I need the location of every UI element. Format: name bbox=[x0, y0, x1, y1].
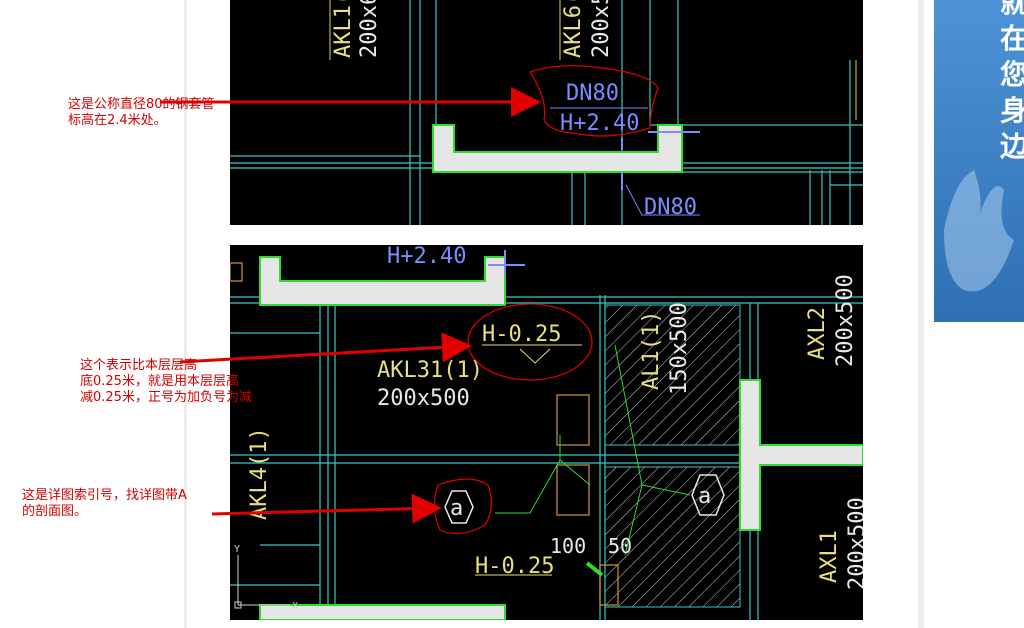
label-h-minus-0-25-lower: H-0.25 bbox=[475, 554, 554, 579]
label-detail-a-left: a bbox=[450, 496, 463, 521]
content-left-border bbox=[184, 0, 187, 628]
annotation-steel-sleeve: 这是公称直径80的钢套管 标高在2.4米处。 bbox=[68, 97, 215, 128]
label-akl6-size: 200x5 bbox=[589, 0, 614, 58]
ad-char-1: 就 bbox=[1000, 0, 1024, 19]
label-akl31-size: 200x500 bbox=[377, 386, 470, 411]
label-akl6: AKL6( bbox=[561, 0, 586, 58]
ad-char-2: 在 bbox=[1000, 22, 1024, 55]
annotation-detail-index: 这是详图索引号，找详图带A 的剖面图。 bbox=[22, 488, 187, 519]
ad-banner[interactable]: 就 在 您 身 边 bbox=[934, 0, 1024, 322]
ad-char-5: 边 bbox=[1000, 130, 1024, 163]
hand-image bbox=[944, 170, 1014, 292]
label-axl1: AXL1 bbox=[817, 530, 842, 583]
label-axl2-size: 200x500 bbox=[833, 274, 858, 367]
label-al1-size: 150x500 bbox=[667, 302, 692, 395]
label-dim-50: 50 bbox=[608, 534, 632, 558]
label-akl4: AKL4(1) bbox=[247, 427, 272, 520]
label-axis-x: X bbox=[292, 601, 298, 612]
label-dim-100: 100 bbox=[550, 534, 586, 558]
label-h-plus-2-40: H+2.40 bbox=[560, 111, 639, 136]
left-margin bbox=[0, 0, 185, 628]
cad-drawing-bottom: H+2.40 H-0.25 AKL31(1) 200x500 AL1(1) 15… bbox=[230, 245, 863, 620]
label-akl1: AKL1( bbox=[331, 0, 356, 58]
content-right-border bbox=[918, 0, 924, 628]
label-h-plus-2-40: H+2.40 bbox=[387, 245, 466, 269]
annotation-elevation: 这个表示比本层层高 底0.25米，就是用本层层高 减0.25米，正号为加负号为减 bbox=[80, 358, 252, 405]
label-dn80: DN80 bbox=[566, 81, 619, 106]
label-akl31: AKL31(1) bbox=[377, 358, 483, 383]
label-dn80-lower: DN80 bbox=[644, 195, 697, 220]
label-axl2: AXL2 bbox=[805, 307, 830, 360]
ad-char-4: 身 bbox=[1000, 94, 1024, 127]
label-axis-y: Y bbox=[234, 544, 240, 555]
label-axl1-size: 200x500 bbox=[845, 497, 863, 590]
label-akl1-size: 200x6 bbox=[357, 0, 382, 58]
label-h-minus-0-25: H-0.25 bbox=[482, 322, 561, 347]
label-al1: AL1(1) bbox=[639, 311, 664, 390]
cad-drawing-top: AKL1( 200x6 AKL6( 200x5 DN80 H+2.40 DN80 bbox=[230, 0, 863, 225]
label-detail-a-right: a bbox=[698, 484, 711, 509]
ad-char-3: 您 bbox=[1000, 58, 1024, 91]
